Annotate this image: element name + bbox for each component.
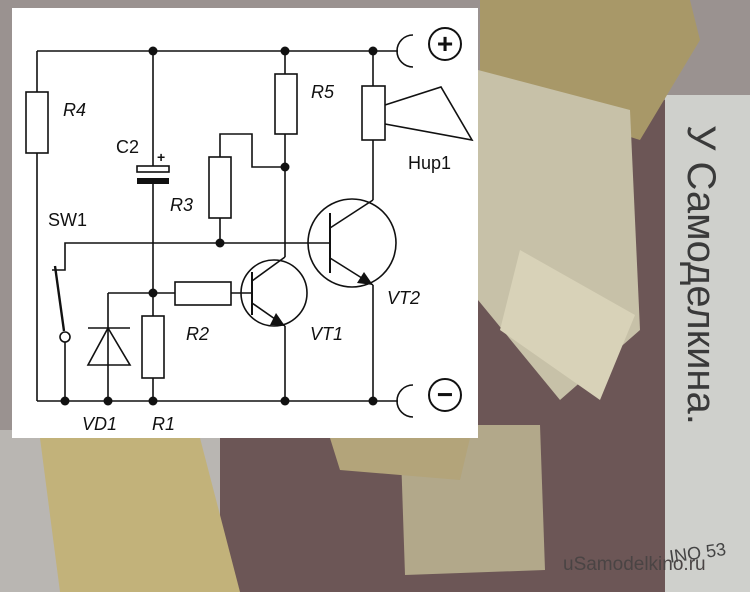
label-r1: R1 <box>152 414 175 434</box>
vt2-emitter-arrow <box>357 272 373 285</box>
label-hup1: Hup1 <box>408 153 451 173</box>
terminal-negative-label: − <box>437 379 453 410</box>
transistor-vt1 <box>240 259 308 327</box>
pcb-piece <box>500 250 635 400</box>
horn-hup1-body <box>361 85 386 141</box>
label-r5: R5 <box>311 82 335 102</box>
resistor-r1 <box>141 315 165 379</box>
diode-vd1 <box>86 326 132 366</box>
horn-hup1 <box>384 86 474 142</box>
resistor-r4 <box>25 91 49 154</box>
vt1-emitter-arrow <box>270 313 285 326</box>
terminal-positive-label: + <box>437 28 453 59</box>
switch-sw1 <box>53 265 66 332</box>
capacitor-c2-plate-neg <box>137 178 169 184</box>
label-c2-plus: + <box>157 149 165 165</box>
label-vt2: VT2 <box>387 288 420 308</box>
handwritten-note: У Самоделкина. <box>679 125 723 425</box>
label-r4: R4 <box>63 100 86 120</box>
junction-dots <box>60 46 378 406</box>
transistor-vt2 <box>307 198 397 288</box>
capacitor-c2-plate-pos <box>136 165 170 173</box>
label-r2: R2 <box>186 324 209 344</box>
watermark: uSamodelkino.ru <box>563 554 706 575</box>
label-vt1: VT1 <box>310 324 343 344</box>
terminal-negative <box>396 384 414 418</box>
pcb-piece <box>330 438 470 480</box>
terminal-positive <box>396 34 414 68</box>
resistor-r5 <box>274 73 298 135</box>
pcb-piece <box>40 438 240 592</box>
paper-note <box>665 95 750 592</box>
label-vd1: VD1 <box>82 414 117 434</box>
label-sw1: SW1 <box>48 210 87 230</box>
resistor-r2 <box>174 281 232 306</box>
schematic-panel <box>12 8 478 438</box>
label-r3: R3 <box>170 195 193 215</box>
resistor-r3 <box>208 156 232 219</box>
label-c2: C2 <box>116 137 139 157</box>
